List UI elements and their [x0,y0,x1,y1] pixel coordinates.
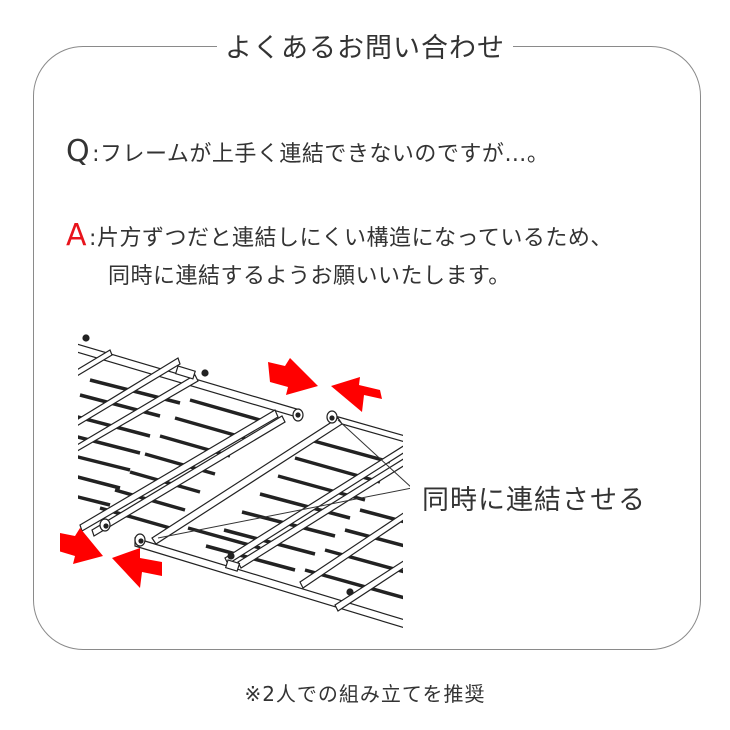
question-mark: Q [66,134,91,169]
answer-mark: A [66,218,88,253]
illustration-callout: 同時に連結させる [422,485,646,516]
question-text: フレームが上手く連結できないのですが…。 [100,142,550,167]
push-arrows [60,358,382,588]
frame-connection-illustration [60,334,410,629]
faq-title-text: よくあるお問い合わせ [217,33,513,64]
answer-line-1: 片方ずつだと連結しにくい構造になっているため、 [96,226,613,251]
question-separator: : [92,142,101,167]
answer-separator: : [89,226,97,251]
faq-title: よくあるお問い合わせ [0,26,730,65]
answer-line-2: 同時に連結するようお願いいたします。 [108,264,511,289]
question-row: Q:フレームが上手く連結できないのですが…。 [66,134,549,169]
answer-row: A:片方ずつだと連結しにくい構造になっているため、 同時に連結するようお願いいた… [66,217,613,296]
footnote: ※2人での組み立てを推奨 [244,682,486,706]
